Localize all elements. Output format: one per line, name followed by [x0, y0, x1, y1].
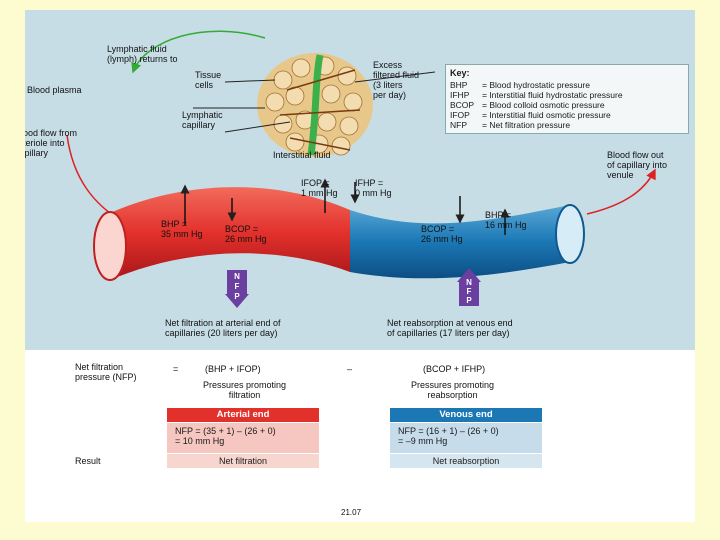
page-number: 21.07 [341, 508, 362, 517]
reabsorption-caption: Net reabsorption at venous end of capill… [387, 318, 513, 338]
venous-end-header: Venous end [390, 408, 542, 422]
arterial-end-header: Arterial end [167, 408, 319, 422]
key-row: BHP= Blood hydrostatic pressure [450, 80, 590, 90]
tissue-cluster [257, 53, 373, 157]
equation-term-reabsorption: (BCOP + IFHP) [423, 364, 486, 374]
key-row: IFOP= Interstitial fluid osmotic pressur… [450, 110, 611, 120]
slide: Lymphatic fluid (lymph) returns to Blood… [25, 10, 695, 522]
outflow-label: Blood flow out of capillary into venule [607, 150, 668, 180]
diagram-panel: Lymphatic fluid (lymph) returns to Blood… [25, 10, 695, 350]
inflow-label: Blood flow from arteriole into capillary [25, 128, 78, 158]
key-row: BCOP= Blood colloid osmotic pressure [450, 100, 605, 110]
venous-calc: NFP = (16 + 1) – (26 + 0) = –9 mm Hg [390, 423, 542, 453]
lymph-return-label: Lymphatic fluid (lymph) returns to [107, 44, 178, 64]
tissue-cells-label: Tissue cells [195, 70, 222, 90]
equals-sign: = [173, 364, 179, 374]
bhp-venous-label: BHP = 16 mm Hg [485, 210, 527, 230]
bcop-arterial-label: BCOP = 26 mm Hg [225, 224, 267, 244]
arterial-end-vessel [110, 187, 350, 280]
lymphatic-capillary-label: Lymphatic capillary [182, 110, 223, 130]
equation-term-filtration: (BHP + IFOP) [205, 364, 261, 374]
ifhp-label: IFHP = 0 mm Hg [355, 178, 392, 198]
key-box: Key: BHP= Blood hydrostatic pressure IFH… [445, 64, 689, 134]
interstitial-fluid-label: Interstitial fluid [273, 150, 331, 160]
minus-sign: – [347, 364, 353, 374]
venous-end-vessel [350, 205, 570, 279]
blood-plasma-label: Blood plasma [27, 85, 82, 95]
capillary-illustration [66, 30, 656, 281]
key-title: Key: [450, 68, 470, 78]
result-label: Result [75, 456, 101, 466]
arterial-calc: NFP = (35 + 1) – (26 + 0) = 10 mm Hg [167, 423, 319, 453]
filtration-caption: Net filtration at arterial end of capill… [165, 318, 281, 338]
bhp-arterial-label: BHP = 35 mm Hg [161, 219, 203, 239]
nfp-equation-label: Net filtration pressure (NFP) [75, 362, 137, 382]
promote-filtration-label: Pressures promoting filtration [203, 380, 287, 400]
key-row: IFHP= Interstitial fluid hydrostatic pre… [450, 90, 623, 100]
ifop-label: IFOP = 1 mm Hg [301, 178, 338, 198]
venous-result: Net reabsorption [390, 454, 542, 468]
bcop-venous-label: BCOP = 26 mm Hg [421, 224, 463, 244]
excess-fluid-label: Excess filtered fluid (3 liters per day) [373, 60, 420, 100]
arterial-result: Net filtration [167, 454, 319, 468]
promote-reabsorption-label: Pressures promoting reabsorption [411, 380, 495, 400]
key-row: NFP= Net filtration pressure [450, 120, 571, 130]
